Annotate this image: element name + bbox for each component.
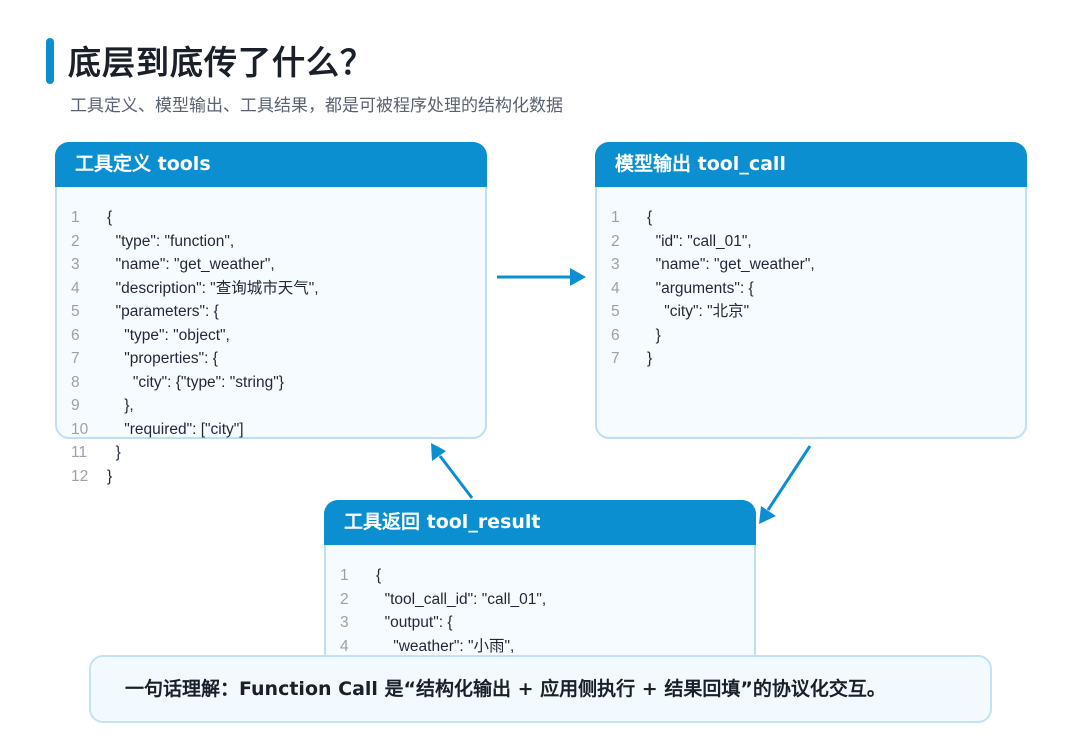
code-text: {: [647, 209, 653, 226]
line-number: 3: [340, 614, 349, 631]
code-text: "city": "北京": [647, 303, 750, 320]
line-number: 6: [71, 326, 80, 344]
code-line: 4 "arguments": {: [611, 277, 815, 301]
line-number: 5: [611, 303, 620, 320]
code-line: 7 "properties": {: [71, 347, 319, 371]
code-text: {: [107, 209, 113, 226]
code-text: "weather": "小雨",: [376, 637, 515, 655]
code-text: "parameters": {: [107, 303, 219, 320]
tool-call-code-block: 1{2 "id": "call_01",3 "name": "get_weath…: [611, 206, 815, 371]
line-number: 4: [71, 279, 80, 297]
tools-code-block: 1{2 "type": "function",3 "name": "get_we…: [71, 206, 319, 488]
tools-card-header: 工具定义 tools: [55, 142, 487, 187]
code-text: "city": {"type": "string"}: [107, 373, 284, 391]
code-text: },: [107, 397, 134, 414]
code-line: 6 }: [611, 324, 815, 348]
page-subtitle: 工具定义、模型输出、工具结果，都是可被程序处理的结构化数据: [70, 96, 563, 116]
line-number: 10: [71, 420, 89, 438]
line-number: 5: [71, 303, 80, 320]
code-line: 3 "name": "get_weather",: [71, 253, 319, 277]
code-text: "type": "object",: [107, 326, 230, 344]
code-text: }: [647, 326, 661, 344]
tools-card: 工具定义 tools 1{2 "type": "function",3 "nam…: [55, 142, 487, 485]
code-text: "name": "get_weather",: [107, 256, 275, 273]
tool-result-card: 工具返回 tool_result 1{2 "tool_call_id": "ca…: [324, 500, 756, 680]
code-text: "output": {: [376, 614, 453, 631]
summary-box: 一句话理解：Function Call 是“结构化输出 + 应用侧执行 + 结果…: [89, 655, 992, 723]
code-line: 4 "weather": "小雨",: [340, 635, 546, 659]
code-line: 12}: [71, 465, 319, 489]
line-number: 1: [611, 209, 620, 226]
summary-text: 一句话理解：Function Call 是“结构化输出 + 应用侧执行 + 结果…: [125, 678, 886, 700]
code-text: "name": "get_weather",: [647, 256, 815, 273]
line-number: 3: [611, 256, 620, 273]
code-line: 3 "output": {: [340, 611, 546, 635]
code-line: 3 "name": "get_weather",: [611, 253, 815, 277]
tool-result-card-header: 工具返回 tool_result: [324, 500, 756, 545]
line-number: 4: [340, 637, 349, 655]
code-line: 10 "required": ["city"]: [71, 418, 319, 442]
code-text: }: [107, 467, 113, 485]
line-number: 8: [71, 373, 80, 391]
code-text: "description": "查询城市天气",: [107, 279, 319, 297]
code-line: 9 },: [71, 394, 319, 418]
tool-result-code-block: 1{2 "tool_call_id": "call_01",3 "output"…: [340, 564, 546, 658]
arrow-tool-result-to-tools: [431, 443, 474, 499]
code-text: "id": "call_01",: [647, 232, 752, 250]
arrow-tools-to-tool-call: [497, 268, 586, 286]
code-line: 1{: [340, 564, 546, 588]
line-number: 1: [71, 209, 80, 226]
code-text: "arguments": {: [647, 279, 754, 297]
line-number: 2: [611, 232, 620, 250]
tool-call-card: 模型输出 tool_call 1{2 "id": "call_01",3 "na…: [595, 142, 1027, 439]
line-number: 3: [71, 256, 80, 273]
title-accent-bar: [46, 38, 54, 84]
arrow-tool-call-to-tool-result: [759, 445, 812, 524]
line-number: 1: [340, 567, 349, 584]
code-line: 6 "type": "object",: [71, 324, 319, 348]
tool-call-card-header: 模型输出 tool_call: [595, 142, 1027, 187]
code-line: 1{: [71, 206, 319, 230]
code-line: 1{: [611, 206, 815, 230]
line-number: 7: [611, 350, 620, 367]
code-line: 7}: [611, 347, 815, 371]
line-number: 12: [71, 467, 89, 485]
code-line: 5 "parameters": {: [71, 300, 319, 324]
line-number: 2: [71, 232, 80, 250]
line-number: 2: [340, 590, 349, 608]
code-line: 2 "tool_call_id": "call_01",: [340, 588, 546, 612]
code-line: 5 "city": "北京": [611, 300, 815, 324]
code-text: "required": ["city"]: [107, 420, 244, 438]
code-text: {: [376, 567, 382, 584]
code-line: 11 }: [71, 441, 319, 465]
code-text: }: [107, 444, 121, 461]
page-title: 底层到底传了什么？: [68, 43, 374, 82]
line-number: 11: [71, 444, 88, 461]
line-number: 6: [611, 326, 620, 344]
code-text: }: [647, 350, 653, 367]
code-text: "properties": {: [107, 350, 218, 367]
code-line: 8 "city": {"type": "string"}: [71, 371, 319, 395]
code-line: 2 "type": "function",: [71, 230, 319, 254]
code-line: 2 "id": "call_01",: [611, 230, 815, 254]
code-text: "type": "function",: [107, 232, 235, 250]
line-number: 7: [71, 350, 80, 367]
code-text: "tool_call_id": "call_01",: [376, 590, 547, 608]
line-number: 9: [71, 397, 80, 414]
line-number: 4: [611, 279, 620, 297]
code-line: 4 "description": "查询城市天气",: [71, 277, 319, 301]
